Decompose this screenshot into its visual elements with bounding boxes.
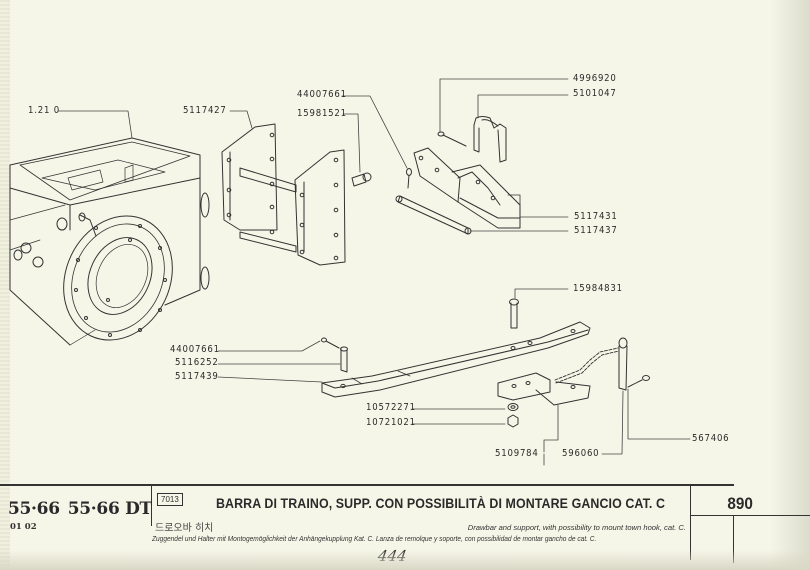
page-title: BARRA DI TRAINO, SUPP. CON POSSIBILITÀ D… bbox=[216, 496, 666, 511]
part-label-5101047: 5101047 bbox=[573, 88, 617, 99]
part-label-44007661-top: 44007661 bbox=[297, 89, 347, 100]
part-label-5117437: 5117437 bbox=[574, 225, 618, 236]
nut-10721021 bbox=[507, 414, 519, 428]
title-german-spanish: Zuggendel und Halter mit Montogemöglichk… bbox=[152, 534, 597, 543]
part-label-5116252: 5116252 bbox=[175, 357, 219, 368]
part-label-5117431: 5117431 bbox=[574, 211, 618, 222]
pin-5116252 bbox=[340, 346, 348, 373]
part-label-567406: 567406 bbox=[692, 433, 730, 444]
leader-lines bbox=[57, 78, 691, 466]
part-label-5109784: 5109784 bbox=[495, 448, 539, 459]
r-clip-567406 bbox=[627, 375, 650, 388]
part-label-10572271: 10572271 bbox=[366, 402, 416, 413]
part-label-10721021: 10721021 bbox=[366, 417, 416, 428]
title-block-top-rule bbox=[0, 484, 734, 486]
hook-support bbox=[497, 372, 591, 406]
split-pin-44007661-bottom bbox=[321, 337, 340, 349]
model-names: 55·66 55·66 DT bbox=[8, 499, 160, 519]
title-block-divider bbox=[690, 484, 691, 560]
part-label-44007661-bottom: 44007661 bbox=[170, 344, 220, 355]
cotter-pin-4996920 bbox=[437, 131, 467, 147]
pin-5117437 bbox=[395, 195, 472, 235]
bolt-15981521 bbox=[351, 172, 372, 187]
model-name: 55·66 DT bbox=[67, 499, 152, 519]
title-block-divider bbox=[151, 484, 152, 526]
ref-label-1210: 1.21 0 bbox=[28, 105, 60, 116]
title-english: Drawbar and support, with possibility to… bbox=[467, 523, 686, 532]
part-label-15981521: 15981521 bbox=[297, 108, 347, 119]
hitch-bracket bbox=[413, 147, 521, 229]
title-block: 55·66 55·66 DT 01 02 7013 BARRA DI TRAINO… bbox=[0, 484, 810, 570]
group-code: 7013 bbox=[157, 493, 183, 506]
page-edge-shading-right bbox=[770, 0, 810, 570]
title-block-divider bbox=[690, 515, 810, 516]
bolt-15984831 bbox=[509, 298, 519, 329]
page-edge-shading bbox=[0, 0, 10, 570]
model-variants: 01 02 bbox=[10, 522, 37, 532]
exploded-parts-drawing bbox=[9, 78, 691, 466]
drawbar bbox=[321, 321, 591, 398]
clevis-pin-5101047 bbox=[473, 116, 507, 163]
page-bottom-shading bbox=[0, 550, 810, 570]
part-label-5117439: 5117439 bbox=[175, 371, 219, 382]
support-bracket bbox=[221, 123, 346, 266]
model-name: 55·66 bbox=[8, 499, 60, 519]
chain bbox=[554, 347, 620, 384]
split-pin-44007661-top bbox=[406, 168, 412, 189]
transmission-housing bbox=[9, 137, 210, 346]
part-label-5117427: 5117427 bbox=[183, 105, 227, 116]
part-label-596060: 596060 bbox=[562, 448, 600, 459]
title-block-divider bbox=[733, 515, 734, 563]
title-korean: 드로오바 히치 bbox=[155, 523, 214, 534]
hook-pin-596060 bbox=[618, 337, 628, 391]
part-label-4996920: 4996920 bbox=[573, 73, 617, 84]
washer-10572271 bbox=[507, 403, 519, 411]
page-number: 890 bbox=[727, 494, 753, 513]
part-label-15984831: 15984831 bbox=[573, 283, 623, 294]
